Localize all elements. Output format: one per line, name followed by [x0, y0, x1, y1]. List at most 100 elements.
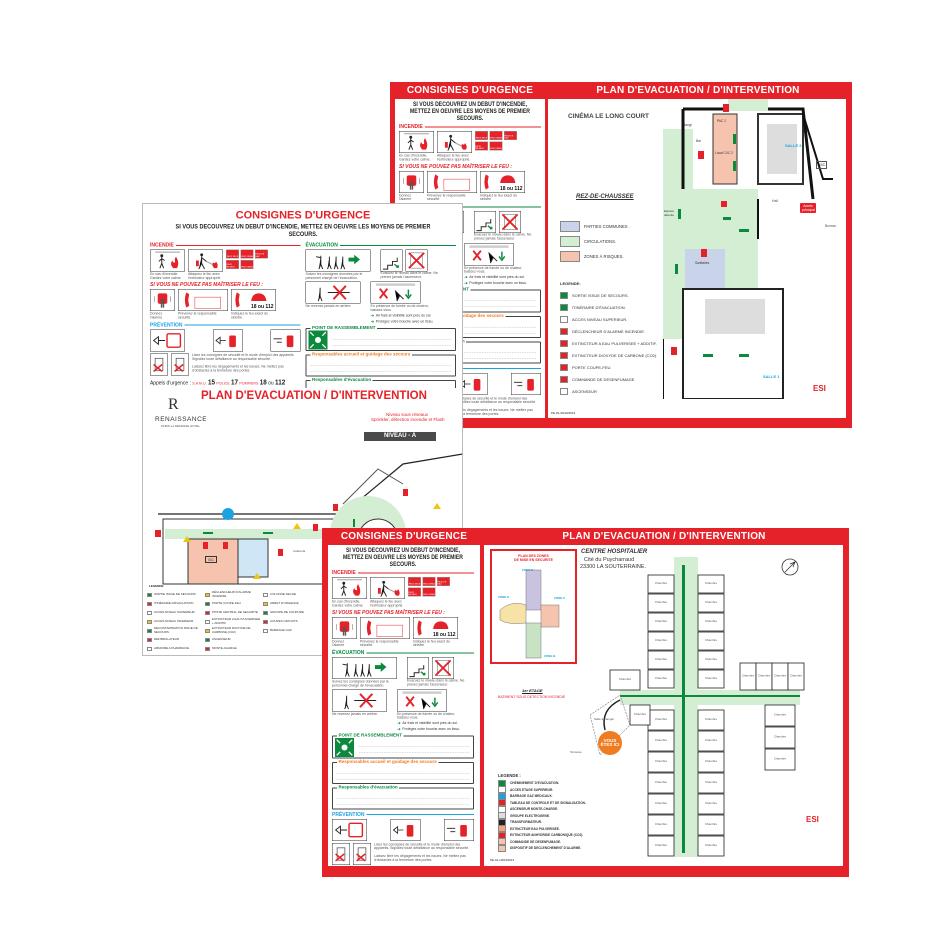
legend-label: TABLEAU DE CONTROLE ET DE SIGNALISATION.: [510, 800, 586, 805]
level-label: REZ-DE-CHAUSSEE: [576, 194, 634, 200]
frame-body: [308, 330, 454, 350]
emergency-number-badge: 18 ou 112: [250, 304, 274, 310]
instruction-caption: Evacuez le niveau dans le calme. Ne pren…: [474, 233, 532, 241]
incendie-heading: INCENDIE: [150, 243, 301, 249]
evacuation-managers-box: Responsables d'évacuation: [305, 377, 456, 388]
legend-label: DECONTAMINATION ISSUE DE SECOURS: [154, 626, 198, 634]
instruction-item: Prévenez le responsable sécurité.: [360, 616, 410, 648]
room-label: Chambre: [655, 600, 668, 604]
frame-body: [402, 344, 538, 360]
evacuation-row: Suivez les consignes données par le pers…: [332, 657, 474, 688]
plan-title: PLAN D'EVACUATION / D'INTERVENTION: [596, 85, 800, 96]
hospital-evacuation-poster: CONSIGNES D'URGENCE PLAN D'EVACUATION / …: [322, 528, 849, 877]
instruction-caption: Indiquez le feu exact du sinistre: [231, 312, 268, 320]
legend-item: DISPOSITIF DE DECLENCHEMENT D'ALARME.: [498, 844, 586, 852]
level-label: 1er ETAGE: [522, 688, 543, 693]
legend-item: ASCENSEUR: [560, 385, 657, 397]
blank-line[interactable]: [426, 296, 536, 301]
evacuation-heading: ÉVACUATION: [332, 650, 474, 656]
cinema-plan-drawing: [663, 99, 833, 399]
extinguisher-type-icon: FEUX GRAS: [422, 577, 436, 587]
zone-label: PARTIES COMMUNES .: [584, 224, 630, 229]
room-chambre: Chambre: [697, 709, 725, 731]
zones-map-title: PLAN DES ZONES DE MISE EN SECURITE: [492, 554, 575, 562]
blank-lines: [309, 385, 454, 388]
emergency-eu-number: 112: [275, 377, 286, 386]
open-door-icon: [353, 842, 371, 865]
legend-item: DÉCLENCHEUR D'ALARME INCENDIE: [205, 590, 261, 599]
consignes-title: CONSIGNES D'URGENCE: [406, 85, 534, 96]
legend-symbol-icon: [205, 637, 210, 642]
blank-line[interactable]: [426, 302, 536, 307]
legend-label: ARRET D'URGENCE: [270, 600, 299, 605]
extinguisher-type-icon: FEUX DE GAZ: [437, 577, 450, 587]
legend-item: ARMOIRE A PHARMACIE: [147, 644, 203, 653]
legend: LEGENDE : CHEMINEMENT D'EVACUATION.ACCES…: [498, 773, 586, 852]
blank-line[interactable]: [404, 354, 536, 359]
blank-line[interactable]: [332, 334, 451, 340]
legend-label: TRANSFORMATEUR.: [510, 820, 542, 825]
legend-label: ACCES NIVEAU SUPERIEUR.: [572, 316, 628, 322]
blank-line[interactable]: [337, 768, 469, 774]
read-instructions-icon: [150, 329, 185, 352]
blank-line[interactable]: [337, 800, 469, 805]
blank-line[interactable]: [332, 340, 451, 346]
instruction-caption: Suivez les consignes données par le pers…: [305, 272, 363, 280]
legend-label: ITINÉRAIRE D'ÉVACUATION: [154, 600, 194, 605]
blank-line[interactable]: [311, 386, 452, 388]
legend-label: ACCES NIVEAU SUPERIEUR: [154, 609, 195, 614]
tip: Air frais et visibilité sont près du sol…: [371, 313, 436, 318]
room-label: Chambre: [655, 638, 668, 642]
frame-body: [335, 790, 471, 806]
legend-symbol-icon: [263, 628, 268, 633]
blank-line[interactable]: [337, 794, 469, 799]
phone-icon: [360, 616, 410, 639]
legend-symbol-icon: [147, 601, 152, 606]
legend-item: SORTIE ISSUE DE SECOURS.: [560, 289, 657, 301]
blank-line[interactable]: [337, 774, 469, 780]
blank-line[interactable]: [404, 328, 536, 334]
note-line: Sprinkler, détection incendie et Flash: [371, 417, 445, 422]
room-gc: GC: [205, 556, 217, 563]
reception-managers-box: Responsables accueil et guidage des seco…: [332, 759, 474, 784]
blank-lines: [335, 767, 471, 780]
instruction-item: Donnez l'alarme: [332, 616, 357, 648]
zone-label: CIRCULATIONS.: [584, 239, 617, 244]
prevention-captions: Lisez les consignes de sécurité et le mo…: [374, 843, 474, 862]
room-chambre: Chambre: [647, 574, 675, 594]
instruction-caption: Suivez les consignes données par le pers…: [332, 680, 389, 688]
blank-line[interactable]: [310, 367, 451, 372]
blank-line[interactable]: [404, 322, 536, 328]
legend-label: ITINÉRAIRE D'ÉVACUATION.: [572, 304, 626, 310]
blank-line[interactable]: [359, 742, 469, 747]
room-label: Chambre: [634, 712, 647, 716]
instruction-caption: Ne revenez jamais en arrière.: [305, 304, 352, 309]
zones-title-line: DE MISE EN SECURITE: [514, 558, 553, 562]
room-label: Chambre: [655, 822, 668, 826]
alarm-button-icon: [332, 616, 357, 639]
legend-symbol-icon: [147, 628, 152, 633]
room-chambre: Chambre: [697, 650, 725, 670]
instruction-caption: En présence de fumée ou de chaleur, bais…: [464, 266, 523, 274]
legend-label: BARRAGE GAZ: [270, 627, 292, 632]
zone-label: ZONES À RISQUES.: [584, 254, 624, 259]
legend-label: EXTINCTEUR A EAU PULVERISEE + ADDITIF.: [572, 340, 657, 346]
blank-line[interactable]: [359, 748, 469, 753]
blank-line[interactable]: [310, 361, 451, 366]
instruction-item: Ne revenez jamais en arrière.: [332, 689, 387, 716]
evacuation-row: Ne revenez jamais en arrière.En présence…: [332, 689, 474, 732]
room-chambre: Chambre: [697, 669, 725, 689]
extinguisher-type-icon: FEUX METAUX: [408, 587, 421, 597]
room-label: Chambre: [705, 619, 718, 623]
poster-header: CONSIGNES D'URGENCE PLAN D'EVACUATION / …: [322, 528, 849, 545]
prevention-row: Lisez les consignes de sécurité et le mo…: [332, 842, 474, 865]
incendie-heading-label: INCENDIE: [332, 570, 356, 576]
legend-item: BARRAGE GAZ: [263, 626, 319, 635]
blank-line[interactable]: [404, 348, 536, 353]
detection-note: BATIMENT SOUS DETECTION INCENDIE: [498, 695, 566, 699]
legend-symbol-icon: [205, 628, 210, 633]
